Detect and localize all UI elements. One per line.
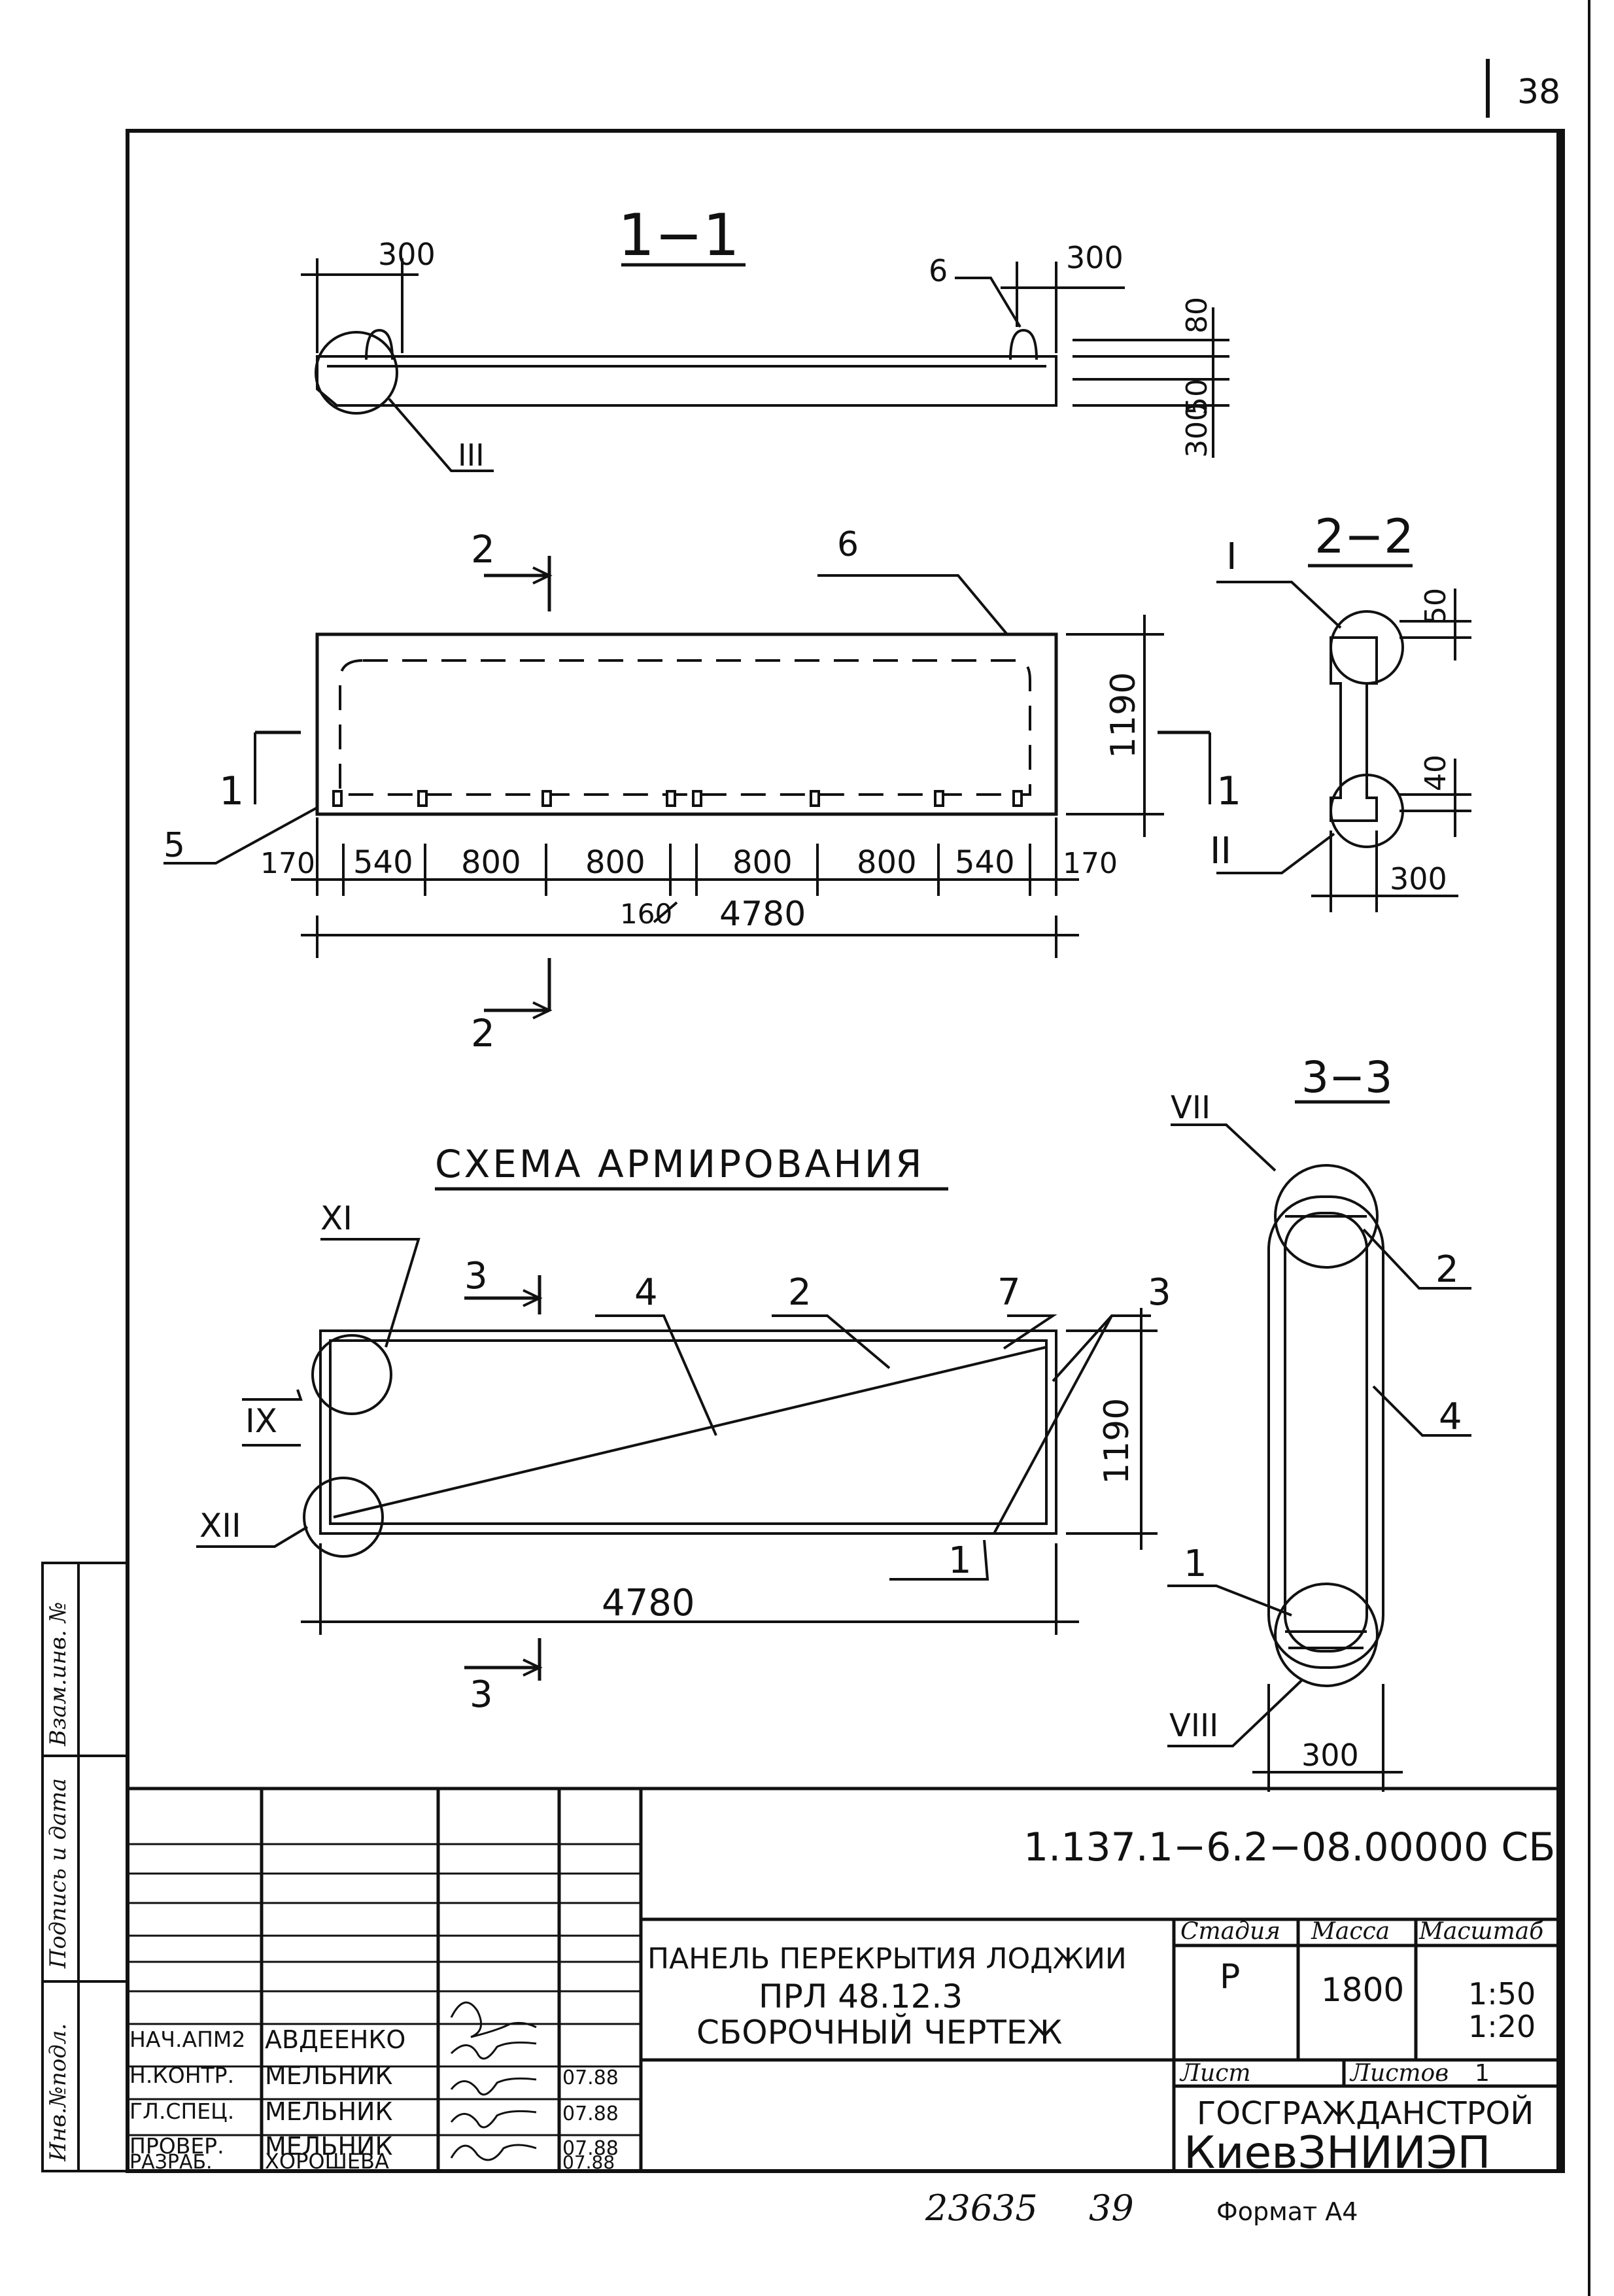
org-line-2: КиевЗНИИЭП	[1184, 2127, 1490, 2179]
reinforcement-callout-4: 4	[634, 1271, 658, 1314]
view-3-3-callout-2: 2	[1435, 1248, 1459, 1291]
plan-span-8: 170	[1063, 847, 1118, 880]
view-2-2-dim-40: 40	[1419, 755, 1452, 791]
view-2-2-detail-1: I	[1226, 536, 1237, 578]
scale-2: 1:20	[1468, 2009, 1536, 2044]
view-3-3-detail-vii: VII	[1171, 1089, 1210, 1126]
plan-span-1: 170	[260, 847, 315, 880]
plan-height: 1190	[1104, 672, 1143, 759]
view-1-1-detail: III	[458, 437, 485, 473]
plan-cut-1-left: 1	[219, 768, 244, 814]
reinforcement-detail-xi: XI	[320, 1199, 352, 1237]
view-1-1-title: 1−1	[618, 201, 740, 269]
plan-total: 4780	[719, 895, 806, 934]
page-number-box: 38	[1486, 59, 1560, 118]
name-row-5: ХОРОШЕВА	[265, 2149, 389, 2174]
reinforcement-detail-xii: XII	[199, 1507, 241, 1545]
reinforcement-scheme	[196, 1187, 1158, 1681]
product-name-3: СБОРОЧНЫЙ ЧЕРТЕЖ	[696, 2013, 1062, 2051]
date-row-4: 07.88	[562, 2137, 619, 2160]
scale-1: 1:50	[1468, 1976, 1536, 2012]
role-row-5: РАЗРАБ.	[129, 2151, 213, 2174]
footer-mid: 39	[1089, 2187, 1134, 2229]
reinforcement-cut-3-top: 3	[464, 1255, 488, 1297]
strip-vzam: Взам.инв. №	[45, 1602, 71, 1747]
view-1-1-dim-h2: 50	[1180, 379, 1214, 415]
plan-cut-2-bottom: 2	[471, 1011, 495, 1055]
reinforcement-width: 4780	[602, 1582, 695, 1624]
view-3-3-detail-viii: VIII	[1169, 1707, 1218, 1744]
reinforcement-cut-3-bottom: 3	[470, 1673, 493, 1716]
org-line-1: ГОСГРАЖДАНСТРОЙ	[1197, 2095, 1534, 2132]
plan-span-5: 800	[732, 844, 793, 881]
name-row-4: МЕЛЬНИК	[265, 2132, 392, 2161]
reinforcement-callout-3: 3	[1148, 1271, 1171, 1314]
page-number: 38	[1517, 73, 1560, 112]
product-name-1: ПАНЕЛЬ ПЕРЕКРЫТИЯ ЛОДЖИИ	[647, 1942, 1127, 1976]
sheets-label: Листов	[1349, 2060, 1449, 2087]
strip-inv: Инв.№подл.	[45, 2023, 71, 2162]
sheet-label: Лист	[1179, 2060, 1251, 2087]
view-3-3-callout-4: 4	[1439, 1396, 1462, 1438]
view-1-1-callout-6: 6	[929, 253, 948, 288]
mass-label: Масса	[1311, 1918, 1390, 1945]
role-row-4: ПРОВЕР.	[129, 2133, 224, 2159]
view-3-3-callout-1: 1	[1184, 1543, 1207, 1585]
plan-span-2: 540	[353, 844, 413, 881]
name-row-3: МЕЛЬНИК	[265, 2097, 392, 2126]
sheets-value: 1	[1475, 2060, 1490, 2087]
plan-cut-1-right: 1	[1216, 768, 1241, 814]
plan-gap-160: 160	[620, 898, 672, 930]
view-3-3-dim-300: 300	[1301, 1738, 1359, 1773]
signatures	[450, 2001, 537, 2161]
view-1-1-dim-right: 300	[1066, 240, 1124, 275]
reinforcement-detail-ix: IX	[245, 1402, 277, 1440]
view-3-3-title: 3−3	[1301, 1052, 1392, 1103]
plan-view	[163, 556, 1211, 1019]
plan-callout-5: 5	[163, 826, 185, 865]
plan-span-4: 800	[585, 844, 645, 881]
view-2-2-title: 2−2	[1314, 509, 1414, 564]
scale-label: Масштаб	[1418, 1918, 1544, 1945]
date-row-3: 07.88	[562, 2102, 619, 2125]
view-2-2	[1216, 564, 1471, 912]
view-1-1-dim-left: 300	[378, 237, 436, 272]
plan-callout-6: 6	[837, 525, 859, 564]
reinforcement-callout-2: 2	[788, 1271, 812, 1314]
doc-code: 1.137.1−6.2−08.00000 СБ	[1023, 1825, 1555, 1870]
plan-span-6: 800	[857, 844, 917, 881]
view-2-2-detail-2: II	[1210, 830, 1231, 872]
name-row-2: МЕЛЬНИК	[265, 2061, 392, 2090]
footer-left: 23635	[925, 2187, 1038, 2229]
plan-span-7: 540	[955, 844, 1015, 881]
role-row-3: ГЛ.СПЕЦ.	[129, 2099, 234, 2124]
stage-value: Р	[1220, 1957, 1240, 1996]
view-2-2-dim-300: 300	[1390, 861, 1447, 897]
name-row-1: АВДЕЕНКО	[265, 2025, 405, 2054]
view-1-1-dim-h1: 80	[1180, 297, 1214, 334]
plan-span-3: 800	[461, 844, 521, 881]
view-1-1-dim-h3: 300	[1180, 403, 1214, 458]
reinforcement-callout-1: 1	[948, 1539, 972, 1582]
stage-label: Стадия	[1180, 1918, 1280, 1945]
product-name-2: ПРЛ 48.12.3	[759, 1978, 963, 2015]
date-row-2: 07.88	[562, 2066, 619, 2089]
reinforcement-callout-7: 7	[997, 1271, 1021, 1314]
date-row-5: 07.88	[562, 2151, 615, 2173]
view-2-2-dim-50: 50	[1419, 588, 1452, 625]
format-label: Формат А4	[1216, 2197, 1358, 2226]
reinforcement-height: 1190	[1097, 1398, 1137, 1484]
plan-cut-2-top: 2	[471, 527, 495, 572]
role-row-2: Н.КОНТР.	[129, 2063, 234, 2088]
view-1-1	[301, 258, 1229, 472]
reinforcement-title: СХЕМА АРМИРОВАНИЯ	[435, 1142, 925, 1186]
role-row-1: НАЧ.АПМ2	[129, 2027, 245, 2052]
title-block-grid	[126, 1787, 1565, 2173]
mass-value: 1800	[1321, 1971, 1404, 2009]
strip-podpis: Подпись и дата	[45, 1778, 71, 1969]
view-3-3	[1167, 1100, 1471, 1792]
